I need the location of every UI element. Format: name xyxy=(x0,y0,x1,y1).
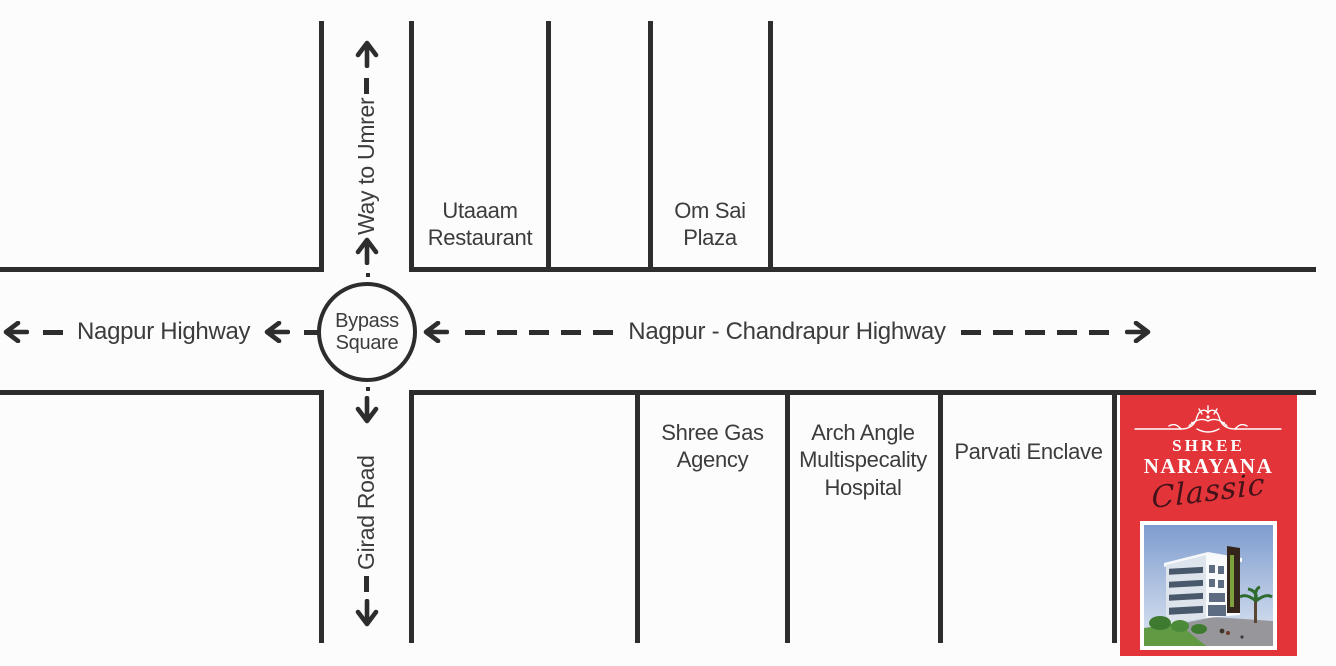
plot-divider xyxy=(785,393,790,643)
arrow-up-icon xyxy=(355,40,379,68)
arrow-down-icon xyxy=(355,599,379,627)
road-line-bottom-west xyxy=(0,390,321,395)
landmark-om-sai-plaza: Om Sai Plaza xyxy=(674,198,746,251)
road-dashes xyxy=(961,329,1110,335)
vertical-road-east-edge-south xyxy=(409,390,414,643)
landmark-parvati-enclave: Parvati Enclave xyxy=(954,439,1103,464)
west-highway-row: Nagpur Highway xyxy=(3,318,325,345)
plot-divider xyxy=(635,393,640,643)
building-photo xyxy=(1140,521,1277,650)
east-road-label: Nagpur - Chandrapur Highway xyxy=(628,318,946,345)
junction-bypass-square: Bypass Square xyxy=(317,282,417,382)
road-dash xyxy=(43,329,63,335)
plot-divider xyxy=(648,21,653,272)
arrow-up-icon xyxy=(355,237,379,265)
south-road-label: Girad Road xyxy=(353,455,379,570)
junction-label: Bypass Square xyxy=(335,309,399,354)
landmark-utaaam-restaurant: Utaaam Restaurant xyxy=(427,198,533,251)
north-road-label: Way to Umrer xyxy=(353,97,379,235)
vertical-road-west-edge-south xyxy=(319,390,324,643)
road-dashes xyxy=(464,329,613,335)
arrow-left-icon xyxy=(423,321,449,343)
road-line-top-east xyxy=(411,267,1316,272)
plot-divider xyxy=(768,21,773,272)
road-line-bottom-east xyxy=(411,390,1316,395)
landmark-arch-angle-hospital: Arch Angle Multispecality Hospital xyxy=(799,420,927,500)
road-line-top-west xyxy=(0,267,321,272)
building-photo-illustration xyxy=(1144,525,1273,646)
arrow-left-icon xyxy=(264,321,291,343)
brand-line-narayana: NARAYANA xyxy=(1143,454,1274,478)
east-highway-row: Nagpur - Chandrapur Highway xyxy=(423,318,1151,345)
road-dash xyxy=(364,576,369,592)
road-dash xyxy=(304,329,325,335)
brand-line-shree: SHREE xyxy=(1172,436,1245,455)
plot-divider xyxy=(938,393,943,643)
arrow-left-icon xyxy=(3,321,29,343)
arrow-right-icon xyxy=(1124,321,1151,343)
palm-tree-icon xyxy=(1239,585,1273,623)
arrow-down-icon xyxy=(355,396,379,424)
vertical-road-west-edge-north xyxy=(319,21,324,272)
road-dot xyxy=(366,387,370,391)
filigree-ornament-icon xyxy=(1134,405,1282,433)
west-road-label: Nagpur Highway xyxy=(77,318,251,345)
landmark-shree-gas-agency: Shree Gas Agency xyxy=(661,420,764,473)
road-dot xyxy=(366,273,370,277)
road-dash xyxy=(364,78,369,94)
project-block-shree-narayana-classic: SHREE NARAYANA Classic xyxy=(1120,395,1297,656)
plot-divider xyxy=(1112,393,1117,643)
plot-divider xyxy=(546,21,551,272)
vertical-road-east-edge-north xyxy=(409,21,414,272)
